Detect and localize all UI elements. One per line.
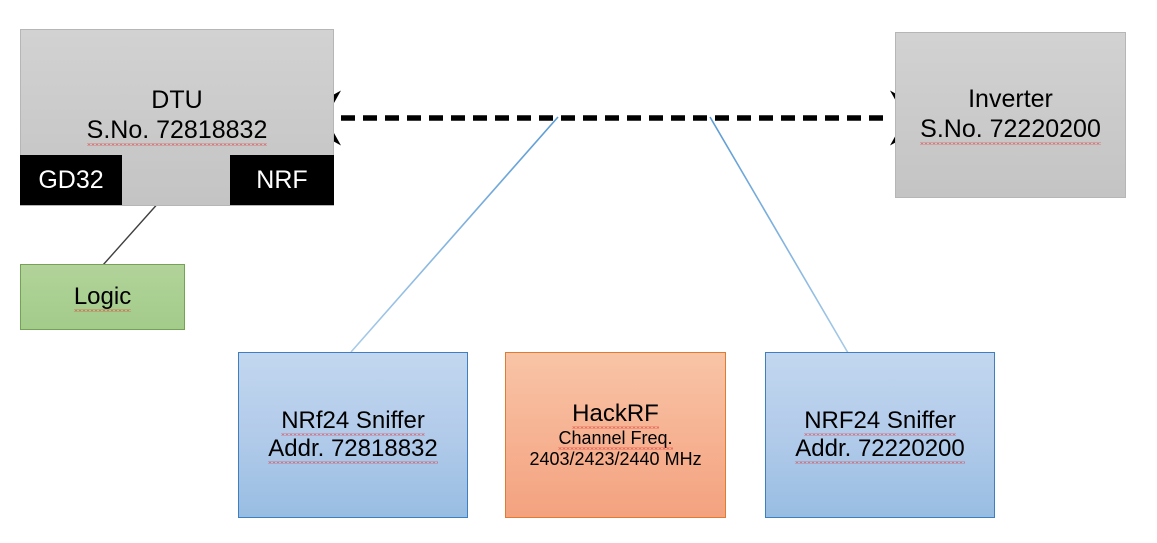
- inverter-title: Inverter: [968, 85, 1053, 113]
- sniffer-right-addr: Addr. 72220200: [795, 435, 965, 465]
- nrf-block[interactable]: NRF: [230, 155, 334, 205]
- gd32-label: GD32: [38, 165, 104, 194]
- sniffer-left-title: NRf24 Sniffer: [281, 406, 425, 437]
- logic-label-text: Logic: [73, 282, 132, 313]
- hackrf-frequencies: 2403/2423/2440 MHz: [529, 449, 702, 470]
- hackrf-title: HackRF: [572, 399, 659, 430]
- sniffer-left-tap: [350, 116, 559, 353]
- hackrf-title-text: HackRF: [572, 399, 659, 430]
- dtu-serial: S.No. 72818832: [86, 115, 268, 146]
- hackrf-channel-label-text: Channel Freq.: [558, 427, 673, 451]
- dtu-serial-text: S.No. 72818832: [86, 115, 268, 146]
- sniffer-left-addr-text: Addr. 72818832: [268, 435, 438, 465]
- logic-analyzer-node[interactable]: Logic: [20, 264, 185, 330]
- logic-label: Logic: [73, 282, 132, 313]
- nrf24-sniffer-right-node[interactable]: NRF24 Sniffer Addr. 72220200: [765, 352, 995, 518]
- inverter-serial: S.No. 72220200: [920, 115, 1101, 145]
- sniffer-right-addr-text: Addr. 72220200: [795, 435, 965, 465]
- nrf-label: NRF: [256, 165, 308, 194]
- nrf24-sniffer-left-node[interactable]: NRf24 Sniffer Addr. 72818832: [238, 352, 468, 518]
- hackrf-node[interactable]: HackRF Channel Freq. 2403/2423/2440 MHz: [505, 352, 726, 518]
- hackrf-channel-label: Channel Freq.: [558, 427, 673, 451]
- dtu-title: DTU: [151, 86, 203, 114]
- sniffer-right-title-text: NRF24 Sniffer: [804, 406, 956, 437]
- inverter-node[interactable]: Inverter S.No. 72220200: [895, 32, 1126, 198]
- sniffer-right-title: NRF24 Sniffer: [804, 406, 956, 437]
- sniffer-right-tap: [709, 116, 852, 359]
- sniffer-left-addr: Addr. 72818832: [268, 435, 438, 465]
- inverter-serial-text: S.No. 72220200: [920, 114, 1101, 145]
- gd32-block[interactable]: GD32: [20, 155, 122, 205]
- sniffer-left-title-text: NRf24 Sniffer: [281, 406, 425, 437]
